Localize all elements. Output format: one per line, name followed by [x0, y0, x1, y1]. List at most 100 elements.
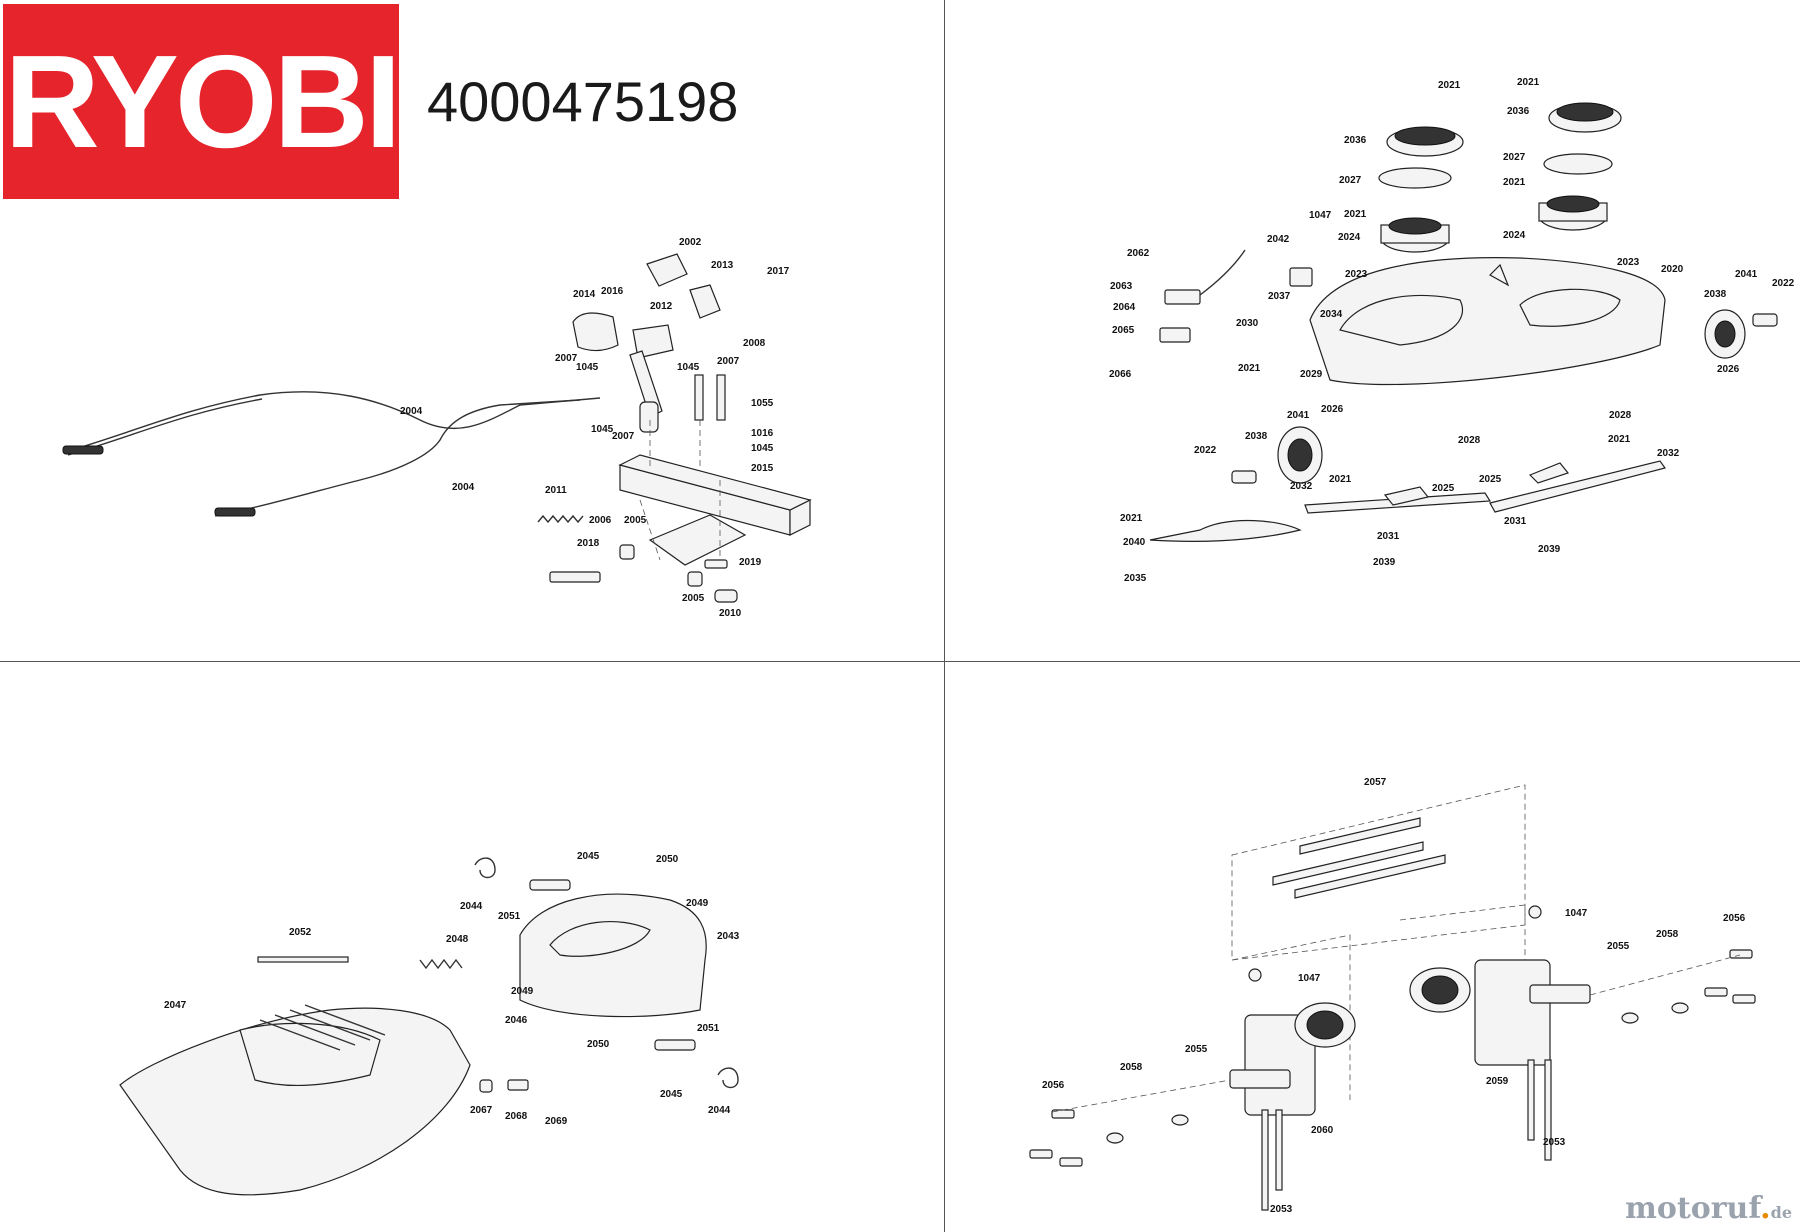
part-label-2020: 2020 [1661, 264, 1684, 275]
part-label-2021: 2021 [1120, 513, 1143, 524]
part-label-2027: 2027 [1503, 152, 1526, 163]
part-label-2008: 2008 [743, 338, 766, 349]
part-label-2034: 2034 [1320, 309, 1343, 320]
part-label-2021: 2021 [1238, 363, 1261, 374]
model-number: 4000475198 [427, 70, 739, 133]
ryobi-logo-text: RYOBI [4, 27, 401, 175]
part-label-2044: 2044 [708, 1105, 731, 1116]
part-label-2031: 2031 [1377, 531, 1400, 542]
part-label-2021: 2021 [1329, 474, 1352, 485]
part-label-2023: 2023 [1617, 257, 1640, 268]
part-label-2023: 2023 [1345, 269, 1368, 280]
part-label-2013: 2013 [711, 260, 734, 271]
part-label-2056: 2056 [1042, 1080, 1065, 1091]
part-label-2030: 2030 [1236, 318, 1259, 329]
part-label-2055: 2055 [1607, 941, 1630, 952]
part-label-2021: 2021 [1438, 80, 1461, 91]
handle-controls-drawing [62, 253, 812, 603]
part-label-2049: 2049 [686, 898, 709, 909]
part-label-2045: 2045 [660, 1089, 683, 1100]
part-label-2006: 2006 [589, 515, 612, 526]
watermark-suffix: de [1770, 1203, 1792, 1222]
part-label-2045: 2045 [577, 851, 600, 862]
part-label-2032: 2032 [1290, 481, 1313, 492]
motoruf-watermark: motoruf.de [1625, 1191, 1792, 1226]
part-label-2063: 2063 [1110, 281, 1133, 292]
part-label-2031: 2031 [1504, 516, 1527, 527]
part-label-2059: 2059 [1486, 1076, 1509, 1087]
part-label-2014: 2014 [573, 289, 596, 300]
part-label-2046: 2046 [505, 1015, 528, 1026]
part-label-2058: 2058 [1656, 929, 1679, 940]
part-label-1047: 1047 [1565, 908, 1588, 919]
deck-motors-drawing [1149, 102, 1778, 542]
part-label-2068: 2068 [505, 1111, 528, 1122]
part-label-2004: 2004 [452, 482, 475, 493]
part-label-2044: 2044 [460, 901, 483, 912]
part-label-2069: 2069 [545, 1116, 568, 1127]
part-label-2028: 2028 [1609, 410, 1632, 421]
part-label-2007: 2007 [612, 431, 635, 442]
part-label-2024: 2024 [1338, 232, 1361, 243]
part-label-2065: 2065 [1112, 325, 1135, 336]
part-label-2026: 2026 [1717, 364, 1740, 375]
part-label-2040: 2040 [1123, 537, 1146, 548]
part-label-2005: 2005 [682, 593, 705, 604]
part-label-2039: 2039 [1538, 544, 1561, 555]
watermark-dot: . [1760, 1191, 1771, 1226]
part-label-2050: 2050 [587, 1039, 610, 1050]
quadrant-divider-horizontal [0, 661, 1800, 662]
part-label-2057: 2057 [1364, 777, 1387, 788]
drive-units-drawing [1029, 784, 1756, 1211]
part-label-2055: 2055 [1185, 1044, 1208, 1055]
part-label-2032: 2032 [1657, 448, 1680, 459]
part-label-1045: 1045 [677, 362, 700, 373]
part-label-1047: 1047 [1298, 973, 1321, 984]
part-label-2007: 2007 [717, 356, 740, 367]
part-label-2022: 2022 [1772, 278, 1795, 289]
part-label-2016: 2016 [601, 286, 624, 297]
part-label-2037: 2037 [1268, 291, 1291, 302]
part-label-2042: 2042 [1267, 234, 1290, 245]
part-label-2043: 2043 [717, 931, 740, 942]
part-label-2028: 2028 [1458, 435, 1481, 446]
part-label-2049: 2049 [511, 986, 534, 997]
part-label-2027: 2027 [1339, 175, 1362, 186]
part-label-2021: 2021 [1517, 77, 1540, 88]
part-label-2066: 2066 [1109, 369, 1132, 380]
part-label-2004: 2004 [400, 406, 423, 417]
part-label-2005: 2005 [624, 515, 647, 526]
part-label-2017: 2017 [767, 266, 790, 277]
part-label-2067: 2067 [470, 1105, 493, 1116]
part-label-1045: 1045 [591, 424, 614, 435]
part-label-2048: 2048 [446, 934, 469, 945]
part-label-2051: 2051 [697, 1023, 720, 1034]
part-label-2010: 2010 [719, 608, 742, 619]
part-label-2026: 2026 [1321, 404, 1344, 415]
part-label-2053: 2053 [1543, 1137, 1566, 1148]
part-label-2036: 2036 [1507, 106, 1530, 117]
part-label-2050: 2050 [656, 854, 679, 865]
part-label-2018: 2018 [577, 538, 600, 549]
ryobi-logo: RYOBI [3, 4, 402, 199]
part-label-1047: 1047 [1309, 210, 1332, 221]
part-label-2058: 2058 [1120, 1062, 1143, 1073]
part-label-2015: 2015 [751, 463, 774, 474]
part-label-2041: 2041 [1735, 269, 1758, 280]
part-label-2021: 2021 [1608, 434, 1631, 445]
grass-box-drawing [119, 857, 739, 1196]
part-label-2041: 2041 [1287, 410, 1310, 421]
part-label-1055: 1055 [751, 398, 774, 409]
part-label-2035: 2035 [1124, 573, 1147, 584]
part-label-2051: 2051 [498, 911, 521, 922]
part-label-2053: 2053 [1270, 1204, 1293, 1215]
part-label-2047: 2047 [164, 1000, 187, 1011]
part-label-2007: 2007 [555, 353, 578, 364]
quadrant-divider-vertical [944, 0, 945, 1232]
part-label-2062: 2062 [1127, 248, 1150, 259]
part-label-2056: 2056 [1723, 913, 1746, 924]
part-label-2025: 2025 [1432, 483, 1455, 494]
